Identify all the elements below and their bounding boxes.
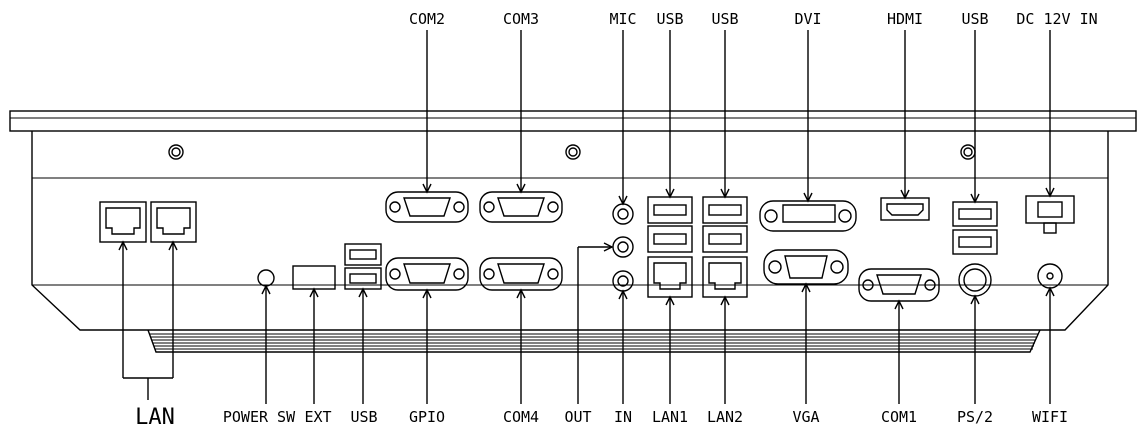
usb-lan1-block <box>647 196 693 298</box>
dc-power-input <box>1025 195 1075 234</box>
leader-lines-top <box>422 30 1055 206</box>
label-mic: MIC <box>609 10 636 28</box>
label-dc-12v-in: DC 12V IN <box>1016 10 1097 28</box>
label-lan: LAN <box>135 405 175 430</box>
label-gpio: GPIO <box>409 408 445 426</box>
label-dvi: DVI <box>794 10 821 28</box>
label-ext: EXT <box>304 408 331 426</box>
vga-port <box>763 249 849 285</box>
label-usb-bottom: USB <box>350 408 377 426</box>
label-vga: VGA <box>792 408 819 426</box>
leader-lines-bottom <box>118 240 1055 404</box>
label-usb-top-1: USB <box>656 10 683 28</box>
power-switch <box>257 269 275 287</box>
screw-right <box>960 144 976 160</box>
lan-port-left-1 <box>99 201 147 243</box>
label-lan2: LAN2 <box>707 408 743 426</box>
com3-db9-port <box>479 191 563 223</box>
screw-left <box>168 144 184 160</box>
label-audio-in: IN <box>614 408 632 426</box>
com2-db9-port <box>385 191 469 223</box>
enclosure <box>9 110 1137 353</box>
label-power-sw: POWER SW <box>223 408 296 426</box>
label-com4: COM4 <box>503 408 539 426</box>
lan-port-left-2 <box>150 201 197 243</box>
label-com3: COM3 <box>503 10 539 28</box>
ext-port <box>292 265 336 290</box>
audio-out-jack <box>612 236 634 258</box>
label-wifi: WIFI <box>1032 408 1068 426</box>
label-ps2: PS/2 <box>957 408 993 426</box>
label-lan1: LAN1 <box>652 408 688 426</box>
label-usb-top-2: USB <box>711 10 738 28</box>
audio-in-jack <box>612 270 634 292</box>
usb-port-stack-right <box>952 201 998 255</box>
screw-middle <box>565 144 581 160</box>
label-com2: COM2 <box>409 10 445 28</box>
dvi-port <box>759 200 857 232</box>
label-hdmi: HDMI <box>887 10 923 28</box>
label-com1: COM1 <box>881 408 917 426</box>
hdmi-port <box>880 197 930 221</box>
cooling-fins <box>150 333 1038 350</box>
wifi-antenna-connector <box>1037 263 1063 289</box>
ps2-port <box>958 263 992 297</box>
label-usb-top-3: USB <box>961 10 988 28</box>
usb-lan2-block <box>702 196 748 298</box>
mic-jack <box>612 203 634 225</box>
label-audio-out: OUT <box>564 408 591 426</box>
usb-port-stack-left <box>344 243 382 290</box>
